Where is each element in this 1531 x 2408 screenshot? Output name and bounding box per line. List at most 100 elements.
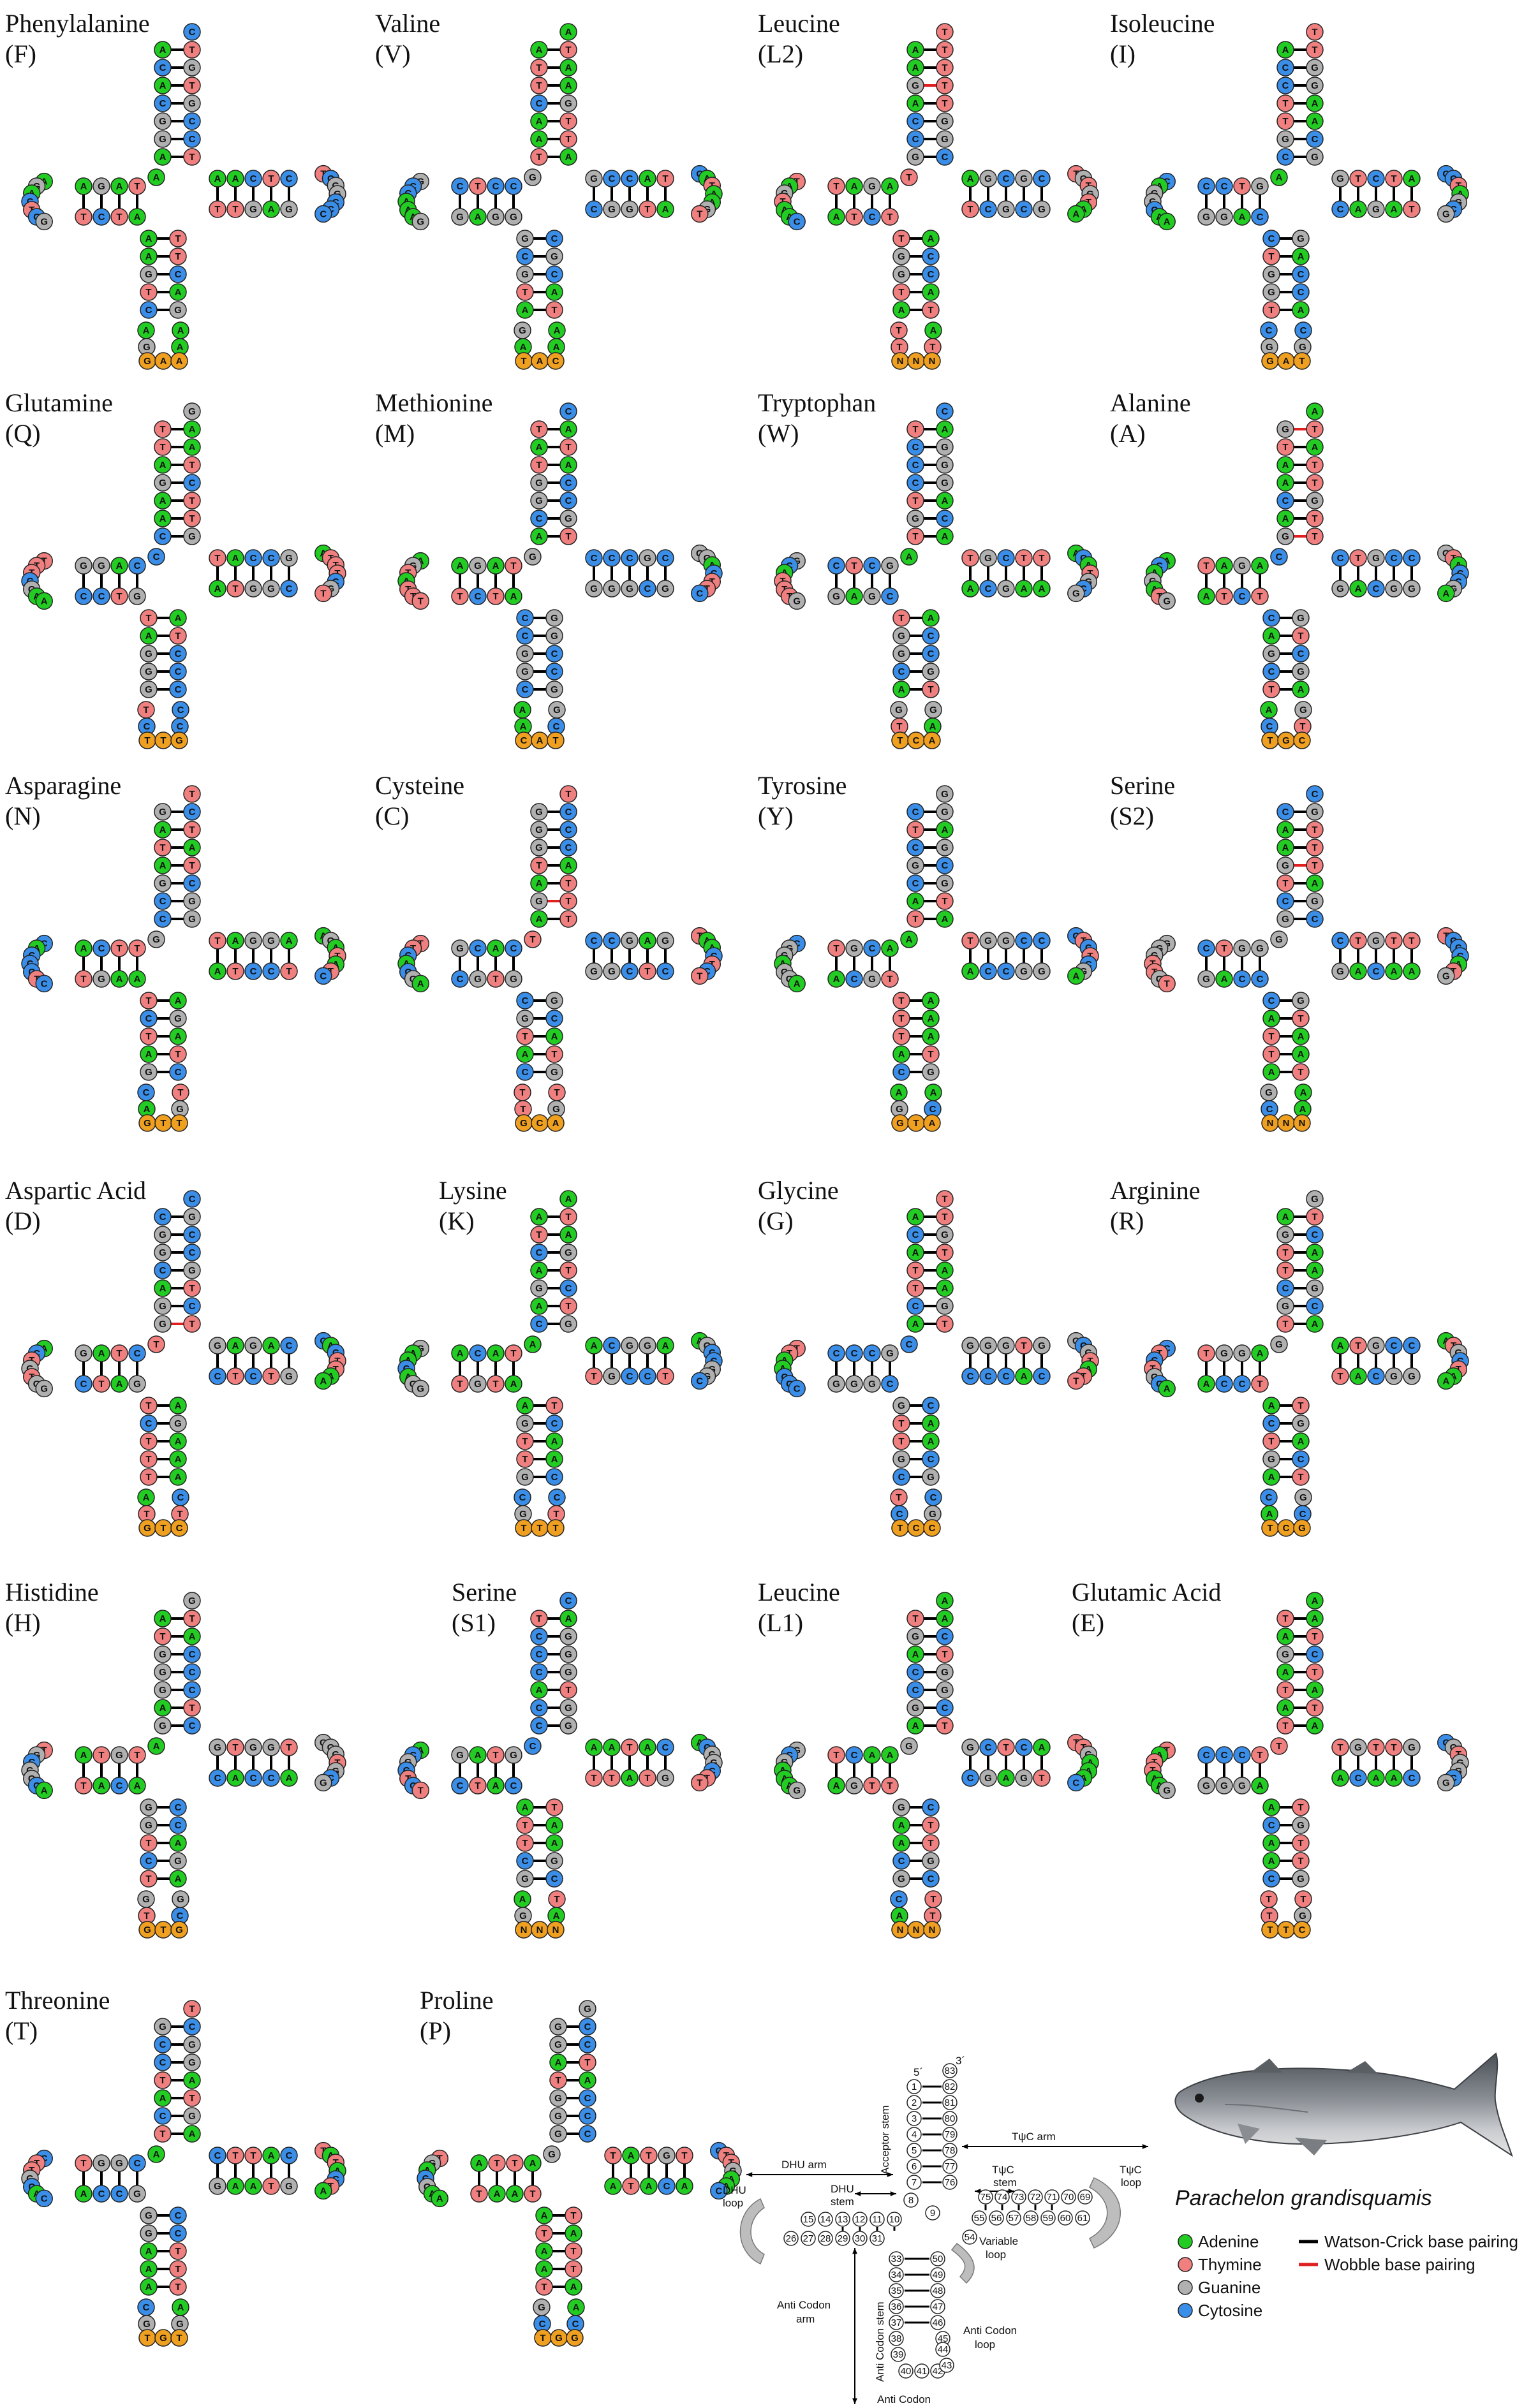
base-letter: C [1203,943,1210,954]
base-letter: C [189,1721,196,1731]
schematic-position-number: 69 [1080,2192,1091,2203]
base-letter: A [536,1301,543,1312]
nucleotide [906,821,924,839]
base-letter: A [145,251,152,262]
nucleotide [183,874,201,892]
base-letter: T [942,1212,947,1222]
base-letter: C [591,204,598,215]
nucleotide [545,283,563,301]
base-letter: G [1220,1780,1228,1791]
base-letter: A [1021,1371,1028,1382]
base-letter: T [662,1371,668,1382]
nucleotide [140,1045,158,1063]
base-letter: C [159,531,166,542]
nucleotide [545,265,563,283]
nucleotide [621,170,639,187]
base-letter: T [145,995,151,1006]
base-letter: G [1002,584,1010,594]
base-letter: T [145,287,151,298]
base-letter: A [214,966,221,977]
base-letter: T [1267,735,1273,746]
base-letter: G [535,807,543,818]
nucleotide [1276,438,1294,456]
base-letter: G [285,1371,293,1382]
base-letter: A [912,1649,919,1660]
nucleotide [545,645,563,663]
base-letter: C [591,936,598,946]
nucleotide [1276,492,1294,510]
nucleotide [154,492,172,510]
base-letter: T [942,1721,947,1731]
base-letter: T [153,1339,159,1350]
nucleotide [169,1045,187,1063]
nucleotide [154,803,172,821]
schematic-position-number: 38 [891,2333,902,2344]
trna-name: Glutamic Acid [1072,1578,1221,1606]
base-letter: A [232,2181,239,2192]
base-letter: A [175,1874,182,1884]
nucleotide [1437,584,1455,603]
base-letter: C [1021,204,1028,215]
base-letter: T [929,342,935,353]
base-letter: C [1266,1104,1273,1115]
nucleotide [1197,557,1215,575]
nucleotide [1403,200,1421,218]
base-letter: A [967,584,974,594]
nucleotide [906,148,924,166]
base-letter: A [551,287,558,298]
base-letter: A [565,460,572,471]
nucleotide [1276,77,1294,94]
nucleotide [545,609,563,627]
base-letter: T [906,172,912,183]
base-letter: G [159,1301,166,1312]
base-letter: G [159,1247,166,1258]
base-letter: C [457,181,464,192]
base-letter: C [1391,1340,1398,1351]
base-letter: A [1266,705,1273,716]
trna-panel: Methionine(M)TAATTAGCGCCGATCGTAATGCATAGT… [375,388,723,749]
base-letter: T [942,98,947,109]
nucleotide [1197,208,1215,226]
nucleotide [530,874,548,892]
nucleotide [906,874,924,892]
base-letter: A [159,825,166,835]
base-letter: T [1391,173,1396,184]
base-letter: G [912,80,919,91]
base-letter: C [145,1013,152,1024]
base-letter: G [966,1742,974,1753]
nucleotide [845,208,863,226]
base-letter: A [1257,1780,1264,1791]
base-letter: G [644,1340,651,1351]
base-letter: G [1354,1742,1362,1753]
base-letter: G [188,406,196,417]
base-letter: T [189,513,195,524]
nucleotide [530,456,548,474]
base-letter: A [967,173,974,184]
base-letter: C [833,1348,840,1359]
nucleotide [559,874,577,892]
base-letter: T [541,2228,547,2239]
base-letter: A [145,2246,152,2257]
base-letter: A [475,1750,482,1761]
base-letter: T [160,1523,166,1534]
nucleotide [154,59,172,77]
trna-name: Leucine [758,1578,840,1606]
base-letter: G [145,1802,152,1813]
base-letter: T [189,789,195,800]
nucleotide [183,148,201,166]
base-letter: A [153,2149,160,2160]
base-letter: T [1282,1247,1288,1258]
base-letter: A [232,936,239,946]
base-letter: A [1039,1742,1046,1753]
trna-name: Serine [452,1578,517,1606]
base-letter: A [536,735,544,746]
base-letter: A [268,2150,275,2161]
base-letter: G [554,2022,562,2032]
nucleotide [530,130,548,148]
base-letter: C [551,269,558,280]
base-letter: G [519,1911,527,1921]
nucleotide [75,557,92,575]
base-letter: G [133,2189,141,2199]
nucleotide [516,283,534,301]
base-letter: C [898,1856,905,1867]
